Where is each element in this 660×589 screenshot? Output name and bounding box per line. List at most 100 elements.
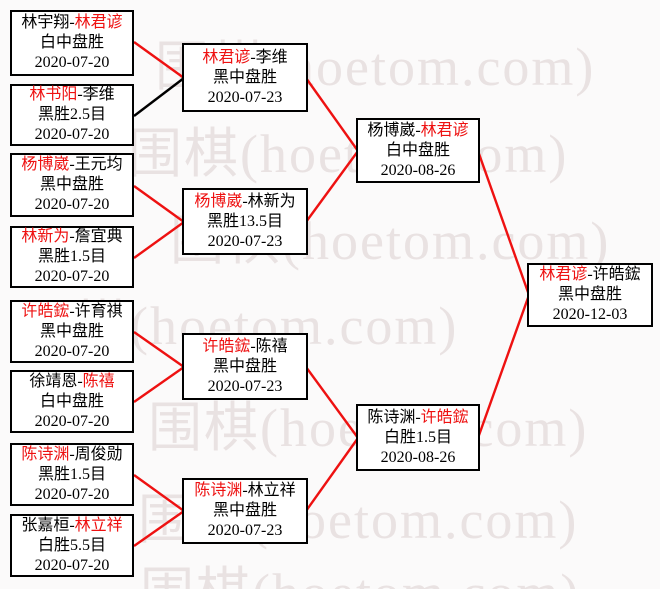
player-name: 许皓鋐 (21, 302, 70, 320)
match-box-final: 林君谚-许皓鋐 黑中盘胜 2020-12-03 (527, 263, 653, 327)
players-separator: - (69, 302, 75, 320)
match-box-r1m7: 陈诗渊-周俊勋 黑胜1.5目 2020-07-20 (10, 443, 134, 506)
players-separator: - (242, 482, 248, 499)
player-name: 杨博崴 (21, 156, 70, 173)
connector-r1m1-r2m1 (133, 41, 185, 79)
players-separator: - (587, 266, 593, 283)
match-date: 2020-07-20 (34, 556, 110, 574)
connector-r1m7-r2m4 (133, 474, 185, 512)
connector-r1m6-r2m3 (133, 366, 185, 403)
player-name: 陈禧 (82, 372, 115, 390)
match-box-r2m1: 林君谚-李维 黑中盘胜 2020-07-23 (182, 43, 308, 112)
player-name: 林君谚 (74, 14, 123, 31)
connector-r1m8-r2m4 (133, 510, 185, 547)
match-box-r1m2: 林书阳-李维 黑胜2.5目 2020-07-20 (10, 84, 134, 146)
match-players: 杨博崴-王元均 (21, 155, 122, 175)
match-box-r1m3: 杨博崴-王元均 黑中盘胜 2020-07-20 (10, 153, 134, 217)
player-name: 陈诗渊 (21, 445, 70, 463)
players-separator: - (69, 445, 75, 463)
connector-r1m5-r2m3 (133, 331, 185, 368)
connector-r1m3-r2m2 (133, 185, 185, 223)
player-name: 林君谚 (539, 266, 588, 283)
match-result: 黑中盘胜 (39, 176, 104, 193)
match-result: 黑中盘胜 (212, 502, 277, 519)
match-players: 许皓鋐-许育祺 (21, 302, 122, 322)
match-date: 2020-07-20 (34, 268, 110, 285)
watermark-text: 围棋(hoetom.com) (140, 566, 580, 589)
match-date: 2020-07-20 (34, 412, 110, 430)
connector-sf1-final (476, 150, 531, 296)
player-name: 林君谚 (202, 48, 251, 66)
match-result: 白胜5.5目 (37, 536, 106, 554)
player-name: 陈诗渊 (194, 482, 243, 499)
players-separator: - (69, 228, 75, 245)
match-result: 白中盘胜 (39, 392, 104, 410)
player-name: 林立祥 (74, 516, 123, 534)
match-players: 张嘉桓-林立祥 (21, 516, 122, 536)
connector-r2m3-sf2 (305, 366, 359, 439)
match-date: 2020-07-20 (34, 126, 110, 143)
player-name: 詹宜典 (74, 228, 123, 245)
player-name: 许皓鋐 (592, 266, 641, 283)
match-result: 白中盘胜 (39, 34, 104, 51)
match-box-sf2: 陈诗渊-许皓鋐 白胜1.5目 2020-08-26 (356, 404, 480, 471)
match-result: 黑胜1.5目 (37, 248, 106, 265)
player-name: 王元均 (74, 156, 123, 173)
player-name: 林书阳 (29, 86, 78, 103)
match-date: 2020-07-23 (207, 88, 283, 106)
players-separator: - (77, 372, 83, 390)
match-result: 白胜1.5目 (383, 428, 452, 446)
player-name: 周俊勋 (74, 445, 123, 463)
connector-r2m4-sf2 (305, 437, 359, 512)
match-players: 林宇翔-林君谚 (21, 13, 122, 33)
match-players: 林君谚-许皓鋐 (539, 265, 640, 285)
player-name: 陈诗渊 (367, 408, 416, 426)
players-separator: - (250, 337, 256, 355)
player-name: 李维 (82, 86, 115, 103)
match-box-r2m4: 陈诗渊-林立祥 黑中盘胜 2020-07-23 (182, 478, 308, 544)
match-date: 2020-07-20 (34, 342, 110, 360)
player-name: 林立祥 (247, 482, 296, 499)
match-players: 林新为-詹宜典 (21, 227, 122, 247)
player-name: 杨博崴 (194, 192, 243, 210)
match-result: 黑胜13.5目 (206, 212, 283, 230)
match-players: 林书阳-李维 (29, 85, 114, 105)
players-separator: - (77, 86, 83, 103)
match-date: 2020-12-03 (552, 306, 628, 323)
match-players: 陈诗渊-许皓鋐 (367, 408, 468, 428)
players-separator: - (69, 516, 75, 534)
players-separator: - (69, 14, 75, 31)
match-result: 黑中盘胜 (212, 68, 277, 86)
player-name: 林新为 (247, 192, 296, 210)
match-players: 林君谚-李维 (202, 48, 287, 68)
player-name: 徐靖恩 (29, 372, 78, 390)
match-date: 2020-07-20 (34, 196, 110, 213)
match-date: 2020-08-26 (380, 448, 456, 466)
match-box-r1m1: 林宇翔-林君谚 白中盘胜 2020-07-20 (10, 10, 134, 76)
match-players: 杨博崴-林君谚 (367, 121, 468, 141)
match-result: 白中盘胜 (385, 141, 450, 159)
match-result: 黑胜2.5目 (37, 106, 106, 123)
match-players: 陈诗渊-周俊勋 (21, 445, 122, 465)
players-separator: - (242, 192, 248, 210)
match-players: 许皓鋐-陈禧 (202, 337, 287, 357)
connector-r2m1-sf1 (305, 77, 359, 152)
match-date: 2020-07-23 (207, 522, 283, 539)
player-name: 张嘉桓 (21, 516, 70, 534)
connector-sf2-final (476, 294, 531, 439)
match-result: 黑中盘胜 (212, 357, 277, 375)
connector-r1m2-r2m1 (133, 77, 185, 117)
match-date: 2020-07-23 (207, 232, 283, 250)
player-name: 林新为 (21, 228, 70, 245)
match-box-r1m4: 林新为-詹宜典 黑胜1.5目 2020-07-20 (10, 226, 134, 288)
match-box-r1m6: 徐靖恩-陈禧 白中盘胜 2020-07-20 (10, 370, 134, 433)
match-box-r2m3: 许皓鋐-陈禧 黑中盘胜 2020-07-23 (182, 333, 308, 400)
match-result: 黑中盘胜 (557, 286, 622, 303)
players-separator: - (415, 121, 421, 139)
match-box-r1m5: 许皓鋐-许育祺 黑中盘胜 2020-07-20 (10, 300, 134, 363)
connector-r2m2-sf1 (305, 150, 359, 223)
match-box-sf1: 杨博崴-林君谚 白中盘胜 2020-08-26 (356, 118, 480, 183)
player-name: 许皓鋐 (202, 337, 251, 355)
